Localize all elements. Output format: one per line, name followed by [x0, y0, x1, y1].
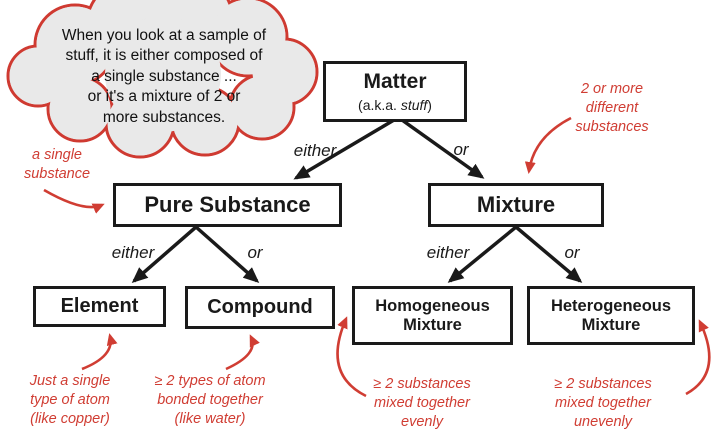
arrow-note-mixture — [524, 116, 572, 174]
note-pure-substance: a single substance — [23, 147, 91, 183]
note-compound: ≥ 2 types of atom bonded together (like … — [154, 373, 266, 428]
node-compound-title: Compound — [207, 296, 313, 318]
edge-label-mixture-or: or — [564, 243, 580, 262]
edge-mixture-homogeneous — [447, 225, 518, 283]
node-element: Element — [33, 286, 166, 327]
node-heterogeneous-mixture-title: Heterogeneous Mixture — [550, 296, 672, 334]
note-mixture: 2 or more different substances — [575, 81, 649, 136]
node-mixture-title: Mixture — [476, 192, 556, 218]
arrow-note-heterogeneous — [685, 319, 711, 396]
node-element-title: Element — [60, 295, 139, 317]
arrow-note-pure — [43, 188, 105, 214]
edge-matter-mixture — [400, 118, 485, 179]
node-matter-subtitle: (a.k.a. stuff) — [358, 96, 432, 113]
cloud-note-text: When you look at a sample of stuff, it i… — [61, 27, 267, 126]
edge-label-mixture-either: either — [426, 243, 470, 262]
note-homogeneous: ≥ 2 substances mixed together evenly — [373, 376, 471, 431]
edge-pure-compound — [194, 225, 260, 283]
node-matter-title: Matter — [363, 70, 427, 94]
note-element: Just a single type of atom (like copper) — [29, 373, 111, 428]
edge-label-matter-either: either — [293, 141, 337, 160]
node-homogeneous-mixture-title: Homogeneous Mixture — [375, 296, 490, 334]
arrow-note-compound — [225, 334, 260, 371]
arrow-note-element — [81, 333, 118, 371]
edge-label-pure-or: or — [247, 243, 263, 262]
arrow-note-homogeneous — [336, 316, 367, 398]
node-heterogeneous-mixture: Heterogeneous Mixture — [527, 286, 695, 345]
node-pure-substance-title: Pure Substance — [144, 192, 311, 218]
edge-pure-element — [131, 225, 198, 283]
edge-label-pure-either: either — [111, 243, 155, 262]
edge-label-matter-or: or — [453, 140, 469, 159]
node-homogeneous-mixture: Homogeneous Mixture — [352, 286, 513, 345]
node-compound: Compound — [185, 286, 335, 329]
node-matter: Matter (a.k.a. stuff) — [323, 61, 467, 122]
note-heterogeneous: ≥ 2 substances mixed together unevenly — [554, 376, 652, 431]
node-pure-substance: Pure Substance — [113, 183, 342, 227]
edge-mixture-heterogeneous — [514, 225, 583, 283]
node-mixture: Mixture — [428, 183, 604, 227]
edge-matter-pure — [293, 118, 395, 180]
